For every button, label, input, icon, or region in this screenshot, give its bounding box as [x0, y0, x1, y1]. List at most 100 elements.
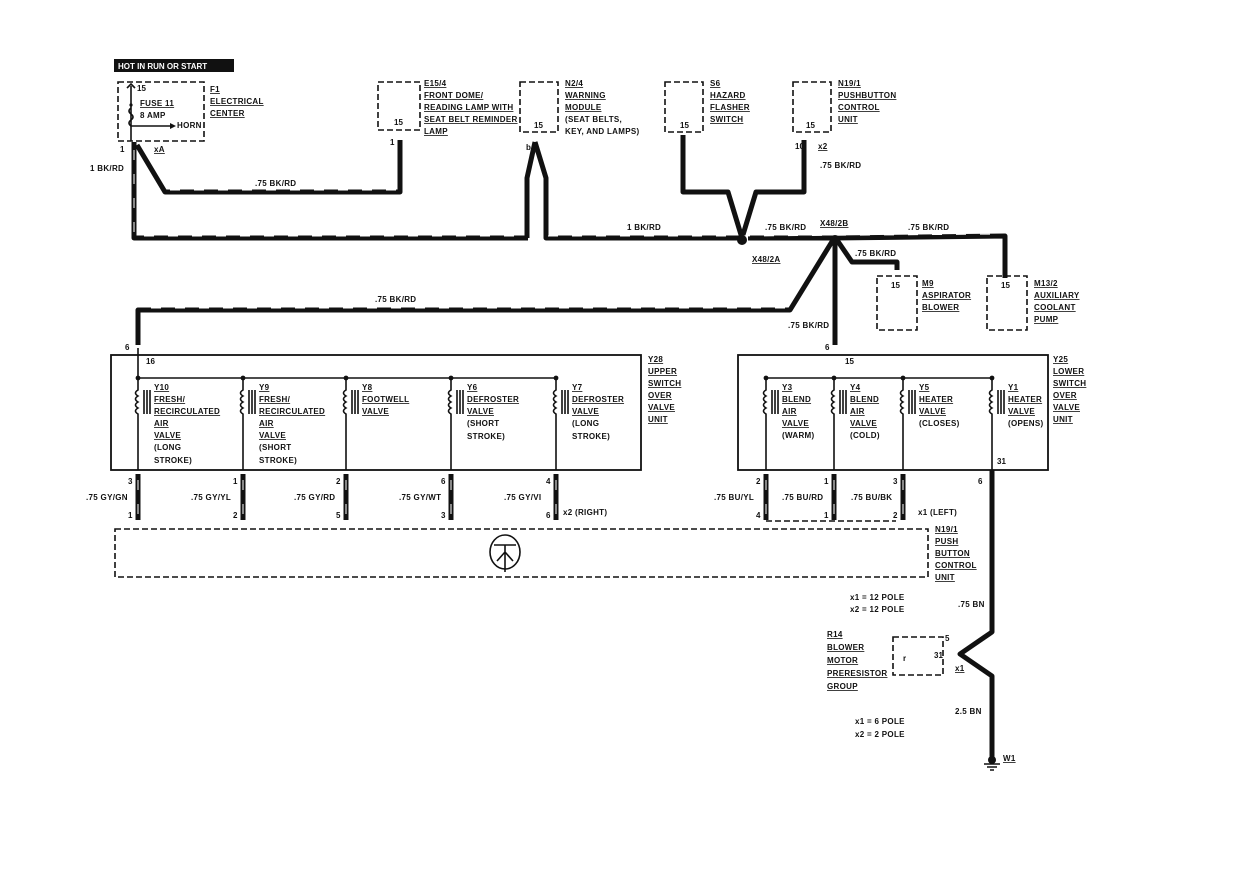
label-upper-valves-2-lines-0: FOOTWELL — [362, 395, 409, 404]
label-components-y28-name-1: SWITCH — [648, 379, 681, 388]
label-lower-valves-0-lines-1: AIR — [782, 407, 797, 416]
label-components-n19-1-top-pin-out: 10 — [795, 142, 804, 151]
label-connector-notes-left: x1 (LEFT) — [918, 508, 957, 517]
label-wires-w-r14-bottom: 2.5 BN — [955, 707, 982, 716]
label-components-m9-name-0: ASPIRATOR — [922, 291, 971, 300]
label-components-y25-pin-31: 31 — [997, 457, 1006, 466]
label-components-f1-connector: xA — [154, 145, 165, 154]
label-components-n2-4-pin: 15 — [534, 121, 543, 130]
label-upper-valves-3-note-0: (SHORT — [467, 419, 499, 428]
label-components-e15-4-pin-out: 1 — [390, 138, 395, 147]
label-upper-valves-1-lines-1: RECIRCULATED — [259, 407, 325, 416]
label-connector-notes-n19-poles-1: x2 = 12 POLE — [850, 605, 905, 614]
label-components-n19-1-bottom-name-2: CONTROL — [935, 561, 977, 570]
label-wires-w-f1-e15: .75 BK/RD — [255, 179, 296, 188]
label-upper-valves-4-wire: .75 GY/VI — [504, 493, 541, 502]
label-lower-valves-1-pin-top: 1 — [824, 477, 829, 486]
label-lower-valves-0-pin-bottom: 4 — [756, 511, 761, 520]
label-components-m9-pin: 15 — [891, 281, 900, 290]
label-components-n19-1-top-name-1: CONTROL — [838, 103, 880, 112]
label-components-r14-id: R14 — [827, 630, 843, 639]
label-components-n19-1-top-name-0: PUSHBUTTON — [838, 91, 896, 100]
label-upper-valves-4-lines-1: VALVE — [572, 407, 599, 416]
label-upper-valves-0-pin-bottom: 1 — [128, 511, 133, 520]
e15-4-dome-lamp: 15 E15/4 FRONT DOME/ READING LAMP WITH S… — [377, 79, 517, 147]
label-components-y28-name-0: UPPER — [648, 367, 677, 376]
label-lower-valves-2-lines-1: VALVE — [919, 407, 946, 416]
label-components-n19-1-top-id: N19/1 — [838, 79, 861, 88]
r14-blower-preresistor: r 5 31 x1 R14 BLOWER MOTOR PRERESISTOR G… — [827, 470, 995, 760]
label-upper-valves-0-lines-1: RECIRCULATED — [154, 407, 220, 416]
svg-text:r: r — [903, 654, 906, 663]
label-components-n2-4-name-1: MODULE — [565, 103, 602, 112]
label-upper-valves-1-pin-bottom: 2 — [233, 511, 238, 520]
label-upper-valves-1-lines-0: FRESH/ — [259, 395, 291, 404]
label-upper-valves-1-lines-2: AIR — [259, 419, 274, 428]
label-wires-w-y28: .75 BK/RD — [375, 295, 416, 304]
label-components-y25-name-2: OVER — [1053, 391, 1077, 400]
label-components-n19-1-bottom-name-1: BUTTON — [935, 549, 970, 558]
label-upper-valves-3-lines-1: VALVE — [467, 407, 494, 416]
label-components-r14-name-0: BLOWER — [827, 643, 864, 652]
label-lower-valves-2-pin-bottom: 2 — [893, 511, 898, 520]
label-components-y25-name-1: SWITCH — [1053, 379, 1086, 388]
label-components-m13-2-name-1: COOLANT — [1034, 303, 1076, 312]
label-components-f1-name-1: CENTER — [210, 109, 245, 118]
label-components-r14-pin-5: 5 — [945, 634, 950, 643]
label-lower-valves-2-note-0: (CLOSES) — [919, 419, 960, 428]
label-upper-valves-2-id: Y8 — [362, 383, 373, 392]
label-upper-valves-2-lines-1: VALVE — [362, 407, 389, 416]
label-upper-valves-0-wire: .75 GY/GN — [86, 493, 128, 502]
label-upper-valves-3-note-1: STROKE) — [467, 432, 505, 441]
y25-lower-valve-unit: 6 15 31 Y25 LOWER SWITCH OVER VALVE UNIT — [737, 343, 1086, 471]
label-wires-w-f1-main: 1 BK/RD — [90, 164, 124, 173]
label-upper-valves-1-note-0: (SHORT — [259, 443, 291, 452]
label-upper-valves-0-lines-0: FRESH/ — [154, 395, 186, 404]
label-wires-w-bus-mid: .75 BK/RD — [765, 223, 806, 232]
label-components-n19-1-bottom-name-0: PUSH — [935, 537, 958, 546]
label-upper-valves-1-lines-3: VALVE — [259, 431, 286, 440]
label-components-e15-4-id: E15/4 — [424, 79, 447, 88]
label-connector-notes-right: x2 (RIGHT) — [563, 508, 607, 517]
label-components-y25-name-4: UNIT — [1053, 415, 1073, 424]
label-components-m9-id: M9 — [922, 279, 934, 288]
n2-4-warning-module: 15 N2/4 WARNING MODULE (SEAT BELTS, KEY,… — [519, 79, 639, 152]
label-upper-valves-1-wire: .75 GY/YL — [191, 493, 231, 502]
label-components-f1-pin-top: 15 — [137, 84, 146, 93]
label-lower-valves-3-id: Y1 — [1008, 383, 1019, 392]
label-upper-valves-0-id: Y10 — [154, 383, 169, 392]
label-lower-valves-1-note-0: (COLD) — [850, 431, 880, 440]
label-wires-w-bus-right: .75 BK/RD — [908, 223, 949, 232]
ground-icon — [988, 756, 996, 764]
m9-aspirator-blower: 15 M9 ASPIRATOR BLOWER — [876, 275, 971, 331]
label-components-m9-name-1: BLOWER — [922, 303, 959, 312]
label-upper-valves-0-lines-2: AIR — [154, 419, 169, 428]
label-components-s6-name-1: FLASHER — [710, 103, 750, 112]
label-components-y25-pin-16: 15 — [845, 357, 854, 366]
label-components-y28-id: Y28 — [648, 355, 663, 364]
label-components-y25-name-0: LOWER — [1053, 367, 1084, 376]
label-wires-w-n19: .75 BK/RD — [820, 161, 861, 170]
label-upper-valves-4-note-1: STROKE) — [572, 432, 610, 441]
label-upper-valves-3-wire: .75 GY/WT — [399, 493, 441, 502]
label-lower-valves-0-id: Y3 — [782, 383, 793, 392]
wire-harness-top: 1 BK/RD .75 BK/RD 1 BK/RD .75 BK/RD .75 … — [90, 135, 1008, 345]
label-wires-w-y25: .75 BK/RD — [788, 321, 829, 330]
label-upper-valves-1-id: Y9 — [259, 383, 270, 392]
label-components-r14-name-3: GROUP — [827, 682, 858, 691]
w1-ground: W1 — [984, 754, 1016, 771]
label-lower-valves-1-id: Y4 — [850, 383, 861, 392]
label-components-m13-2-id: M13/2 — [1034, 279, 1058, 288]
label-upper-valves-4-id: Y7 — [572, 383, 583, 392]
label-lower-valves-3-note-0: (OPENS) — [1008, 419, 1043, 428]
label-components-r14-pin-31: 31 — [934, 651, 943, 660]
label-components-n2-4-name-3: KEY, AND LAMPS) — [565, 127, 639, 136]
title-text: HOT IN RUN OR START — [118, 62, 207, 71]
label-components-y25-pin-in: 6 — [825, 343, 830, 352]
label-components-m13-2-name-0: AUXILIARY — [1034, 291, 1080, 300]
label-components-m13-2-name-2: PUMP — [1034, 315, 1059, 324]
label-components-f1-id: F1 — [210, 85, 220, 94]
label-components-r14-name-2: PRERESISTOR — [827, 669, 888, 678]
valve-y9: Y9FRESH/RECIRCULATEDAIRVALVE(SHORTSTROKE… — [191, 375, 325, 520]
